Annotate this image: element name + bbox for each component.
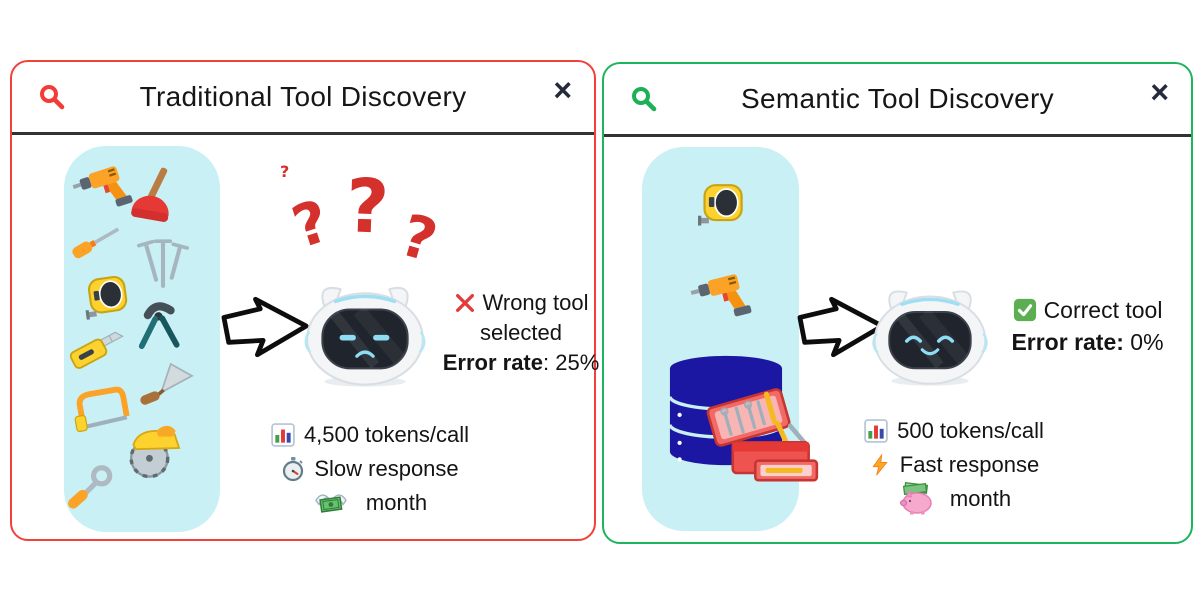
result-block: Correct tool Error rate: 0% <box>980 294 1195 358</box>
close-icon[interactable]: × <box>1150 74 1169 110</box>
robot-confused-icon <box>304 286 426 387</box>
nails-icon <box>136 239 190 288</box>
error-rate: Error rate: 0% <box>1011 329 1164 355</box>
result-line1: Correct tool <box>1043 297 1163 323</box>
search-icon <box>632 87 657 112</box>
robot-happy-icon <box>872 290 988 386</box>
error-rate: Error rate: 25% <box>442 350 600 375</box>
lightning-icon <box>872 453 888 476</box>
ring-wrench-icon <box>68 465 113 509</box>
result-line1: Wrong tool <box>482 290 589 315</box>
piggy-bank-icon <box>899 482 932 515</box>
search-icon <box>40 85 65 110</box>
screwdriver-icon <box>72 227 120 259</box>
red-cross-icon <box>455 294 474 312</box>
green-check-icon <box>1013 298 1036 322</box>
question-marks: ? ? ? ? <box>280 162 460 302</box>
arrow-icon <box>221 296 309 358</box>
question-mark: ? <box>284 186 338 262</box>
drill-icon <box>690 274 752 317</box>
bar-chart-icon <box>271 423 295 447</box>
close-icon[interactable]: × <box>553 72 572 108</box>
panel-traditional: Traditional Tool Discovery × <box>10 60 599 541</box>
arrow-icon <box>797 296 885 358</box>
stat-speed: Slow response <box>240 452 500 486</box>
tool-pile-zone <box>64 146 220 532</box>
drill-icon <box>72 166 133 207</box>
stat-cost: month <box>834 482 1074 516</box>
toolbox-icon <box>706 388 819 482</box>
question-mark: ? <box>280 162 290 181</box>
stat-cost: month <box>240 486 500 520</box>
question-mark: ? <box>344 163 391 251</box>
tool-db-zone <box>642 147 819 531</box>
stat-tokens: 500 tokens/call <box>834 414 1074 448</box>
page-title: Semantic Tool Discovery <box>741 83 1054 114</box>
utility-knife-icon <box>69 331 124 369</box>
stat-tokens: 4,500 tokens/call <box>240 418 500 452</box>
circular-saw-icon <box>129 425 181 479</box>
money-with-wings-icon <box>315 493 347 513</box>
plunger-icon <box>131 167 169 222</box>
question-mark: ? <box>393 200 445 276</box>
tape-measure-icon <box>698 184 743 226</box>
result-line2: selected <box>480 320 562 345</box>
titlebar-semantic: Semantic Tool Discovery × <box>604 64 1191 137</box>
stats-block: 500 tokens/call Fast response <box>834 414 1074 516</box>
page-title: Traditional Tool Discovery <box>139 81 467 112</box>
stats-block: 4,500 tokens/call Slow response <box>240 418 500 520</box>
hacksaw-icon <box>74 386 130 433</box>
result-block: Wrong tool selected Error rate: 25% <box>436 288 606 378</box>
tape-measure-icon <box>85 275 128 320</box>
pincers-icon <box>138 302 180 350</box>
stat-speed: Fast response <box>834 448 1074 482</box>
titlebar-traditional: Traditional Tool Discovery × <box>12 62 594 135</box>
trowel-icon <box>140 362 194 405</box>
bar-chart-icon <box>864 419 888 443</box>
stopwatch-icon <box>283 457 304 482</box>
panel-semantic: Semantic Tool Discovery × <box>602 62 1193 544</box>
